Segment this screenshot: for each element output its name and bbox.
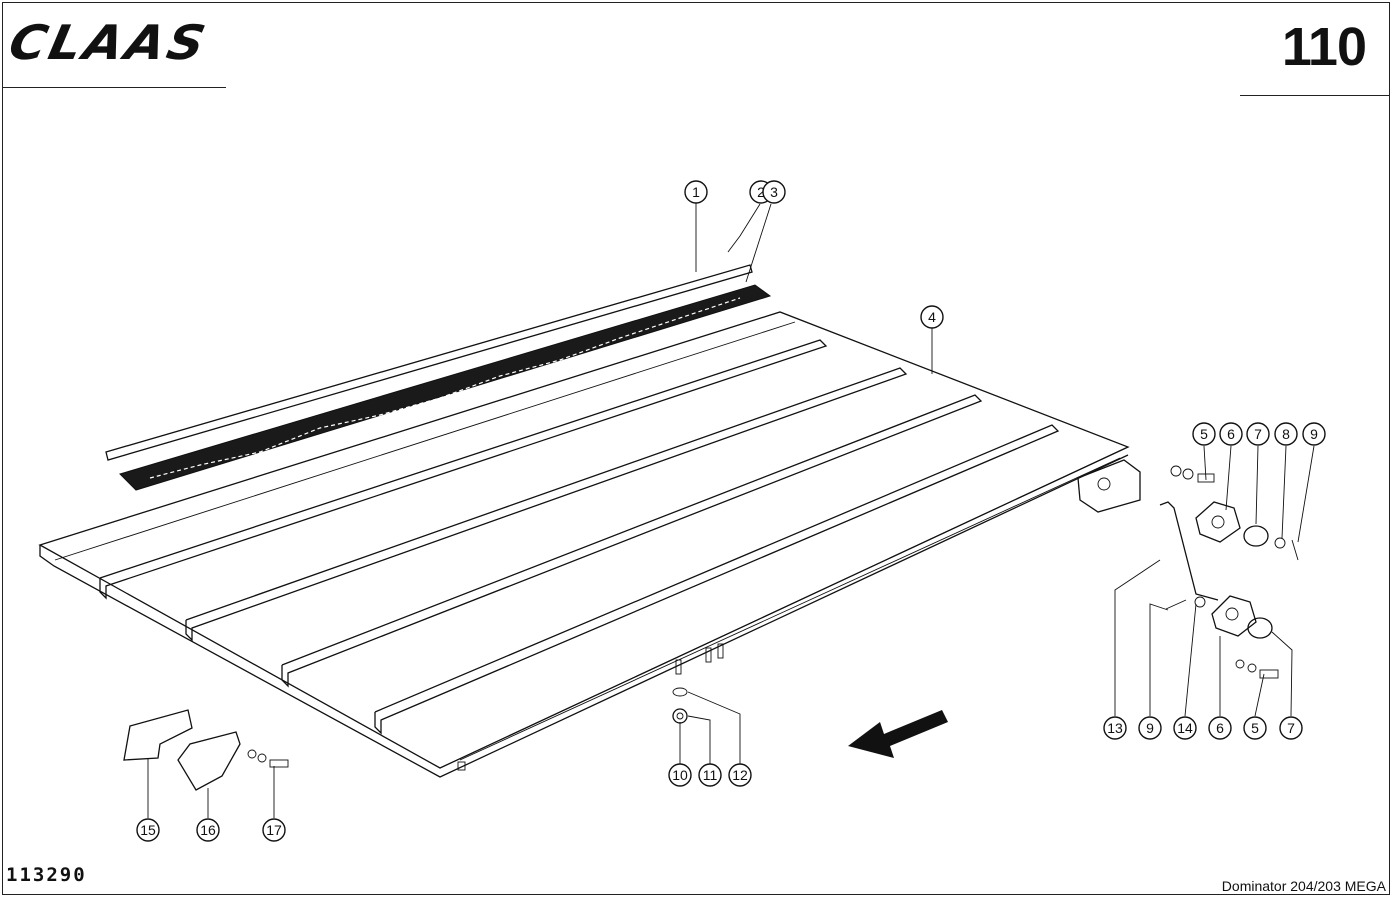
svg-text:7: 7 <box>1287 720 1295 736</box>
svg-text:17: 17 <box>266 822 282 838</box>
svg-text:16: 16 <box>200 822 216 838</box>
part-hinge-lower <box>1211 595 1279 679</box>
svg-text:9: 9 <box>1310 426 1318 442</box>
callout-17: 17 <box>262 818 286 842</box>
part-hinge-upper <box>1170 465 1299 561</box>
svg-text:5: 5 <box>1200 426 1208 442</box>
svg-text:6: 6 <box>1216 720 1224 736</box>
part-linkage-rod <box>1159 501 1219 610</box>
svg-text:12: 12 <box>732 767 748 783</box>
part-bracket-16 <box>177 731 289 791</box>
direction-arrow <box>848 710 948 758</box>
callout-6-lower: 6 <box>1208 716 1232 740</box>
svg-text:1: 1 <box>692 184 700 200</box>
svg-text:8: 8 <box>1282 426 1290 442</box>
callout-15: 15 <box>136 818 160 842</box>
page-number: 110 <box>1281 17 1367 77</box>
svg-text:3: 3 <box>770 184 778 200</box>
callout-3: 3 <box>762 180 786 204</box>
part-bracket-15 <box>123 709 193 761</box>
callout-16: 16 <box>196 818 220 842</box>
svg-text:6: 6 <box>1227 426 1235 442</box>
callout-13: 13 <box>1103 716 1127 740</box>
svg-text:9: 9 <box>1146 720 1154 736</box>
callout-12: 12 <box>728 763 752 787</box>
svg-text:15: 15 <box>140 822 156 838</box>
svg-text:5: 5 <box>1251 720 1259 736</box>
part-floor-pan <box>38 311 1141 778</box>
svg-text:7: 7 <box>1254 426 1262 442</box>
drawing-number: 113290 <box>6 864 87 886</box>
callout-5-upper: 5 <box>1192 422 1216 446</box>
callout-9-lower: 9 <box>1138 716 1162 740</box>
leader-lines <box>147 202 1315 818</box>
callout-7-lower: 7 <box>1279 716 1303 740</box>
logo-underline <box>2 87 226 88</box>
callout-14: 14 <box>1173 716 1197 740</box>
callout-7-upper: 7 <box>1246 422 1270 446</box>
callout-6-upper: 6 <box>1219 422 1243 446</box>
callout-4: 4 <box>920 305 944 329</box>
part-strip <box>105 264 753 461</box>
page-number-underline <box>1240 95 1390 96</box>
svg-text:11: 11 <box>703 767 718 783</box>
part-seal-strip <box>119 284 772 491</box>
model-label: Dominator 204/203 MEGA <box>1221 878 1386 894</box>
callout-10: 10 <box>668 763 692 787</box>
svg-text:2: 2 <box>757 184 765 200</box>
svg-text:13: 13 <box>1107 720 1123 736</box>
svg-text:14: 14 <box>1177 720 1193 736</box>
part-washers <box>672 687 688 724</box>
svg-text:4: 4 <box>928 309 936 325</box>
callout-1: 1 <box>684 180 708 204</box>
callout-9-upper: 9 <box>1302 422 1326 446</box>
callout-8: 8 <box>1274 422 1298 446</box>
callout-5-lower: 5 <box>1243 716 1267 740</box>
callout-11: 11 <box>698 763 722 787</box>
svg-text:10: 10 <box>672 767 688 783</box>
